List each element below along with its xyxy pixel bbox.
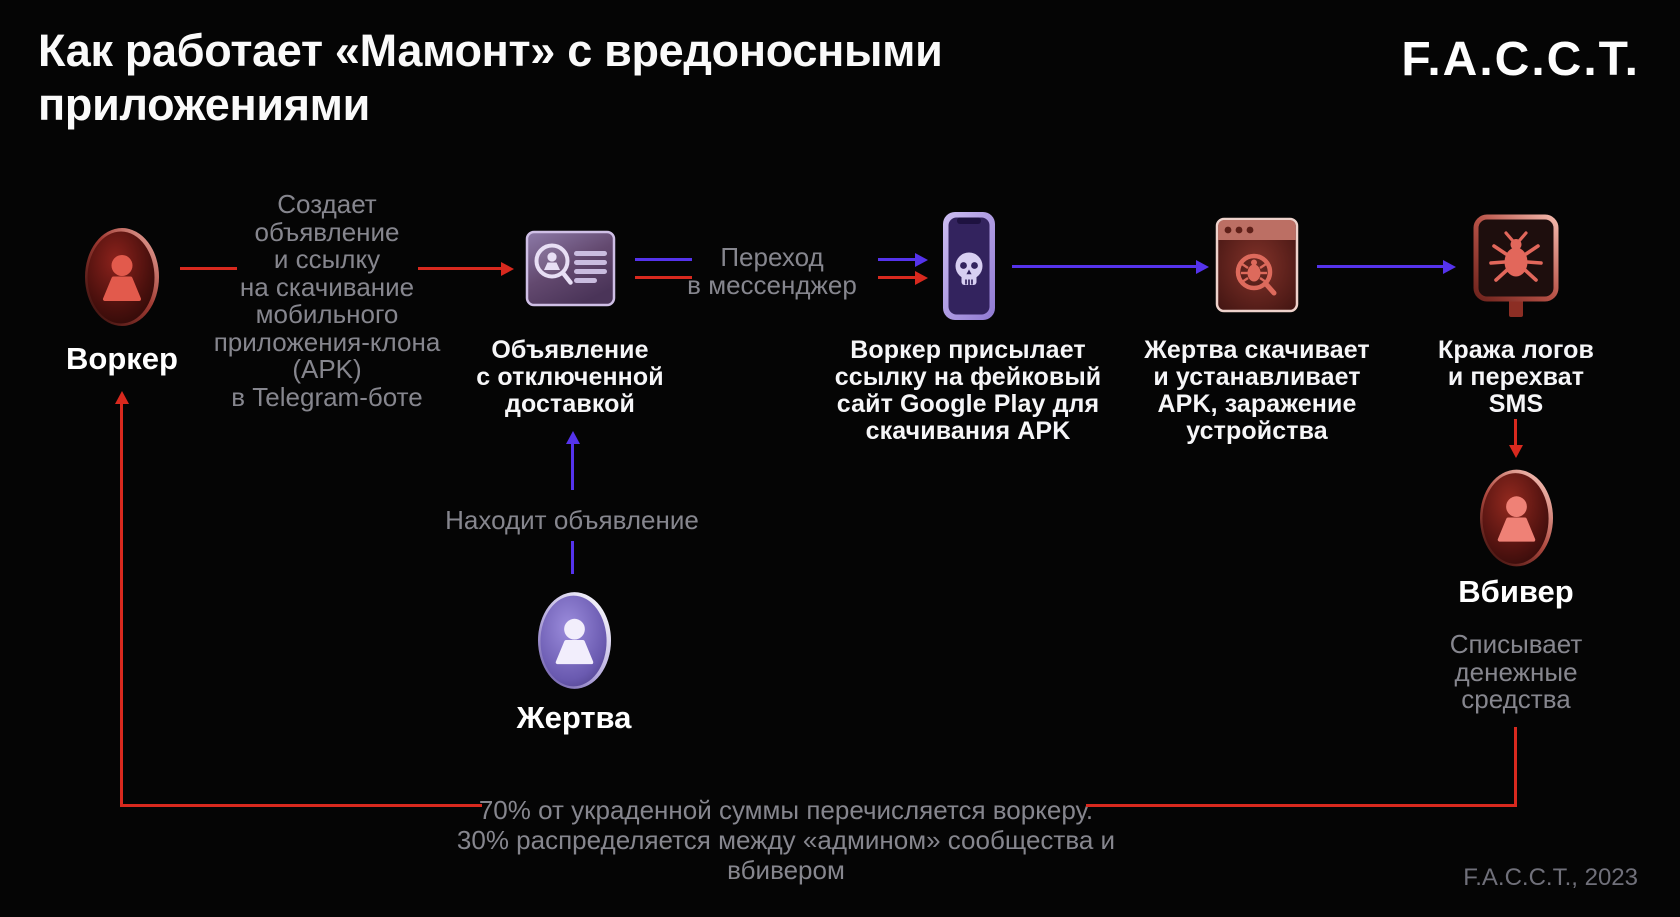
- arrow-theft-to-vbiver-line: [1514, 419, 1517, 445]
- worker-action-text: Создает объявление и ссылку на скачивани…: [213, 189, 441, 412]
- arrow-victim-to-ad-seg2: [571, 541, 574, 574]
- arrow-phone-to-browser-head: [1196, 259, 1209, 274]
- vbiver-avatar-icon: [1479, 468, 1554, 573]
- arrow-worker-to-ad-seg1: [180, 267, 237, 270]
- ad-label: Объявление с отключенной доставкой: [476, 336, 664, 418]
- payout-bracket-left-vline: [120, 403, 123, 806]
- phone-skull-icon: [941, 210, 997, 327]
- payout-bracket-left-hline: [120, 804, 482, 807]
- browser-malware-icon: [1214, 215, 1300, 320]
- payout-bracket-up-head: [114, 391, 129, 404]
- victim-label: Жертва: [516, 700, 632, 735]
- arrow-theft-to-vbiver-head: [1508, 445, 1523, 458]
- arrow-ad-to-phone-red-seg1: [635, 276, 692, 279]
- arrow-ad-to-phone-blue-head: [915, 252, 928, 267]
- arrow-ad-to-phone-blue-seg2: [878, 258, 915, 261]
- arrow-browser-to-theft-head: [1443, 259, 1456, 274]
- arrow-worker-to-ad-head: [501, 261, 514, 276]
- facct-logo: F.A.C.C.T.: [1401, 33, 1640, 86]
- victim-action-text: Находит объявление: [445, 505, 699, 535]
- arrow-victim-to-ad-head: [565, 431, 580, 444]
- vbiver-label: Вбивер: [1458, 574, 1574, 609]
- vbiver-note: Списывает денежные средства: [1449, 629, 1583, 714]
- ad-card-icon: [522, 220, 618, 321]
- arrow-ad-to-phone-red-head: [915, 270, 928, 285]
- payout-bracket-right-hline: [1086, 804, 1516, 807]
- messenger-transition-text: Переход в мессенджер: [687, 242, 857, 300]
- browser-label: Жертва скачивает и устанавливает APK, за…: [1144, 336, 1370, 445]
- victim-avatar-icon: [537, 591, 612, 695]
- arrow-victim-to-ad-seg1: [571, 444, 574, 490]
- arrow-phone-to-browser-line: [1012, 265, 1196, 268]
- worker-label: Воркер: [66, 341, 178, 376]
- payout-bracket-right-vline: [1514, 727, 1517, 807]
- page-title: Как работает «Мамонт» с вредоносными при…: [38, 25, 943, 130]
- phone-label: Воркер присылает ссылку на фейковый сайт…: [834, 336, 1102, 445]
- arrow-ad-to-phone-blue-seg1: [635, 258, 692, 261]
- arrow-ad-to-phone-red-seg2: [878, 276, 915, 279]
- arrow-worker-to-ad-seg2: [418, 267, 501, 270]
- worker-avatar-icon: [84, 227, 160, 332]
- payout-text: 70% от украденной суммы перечисляется во…: [456, 795, 1116, 885]
- bug-sign-icon: [1471, 213, 1561, 326]
- footer-credit: F.A.C.C.T., 2023: [1463, 864, 1638, 891]
- arrow-browser-to-theft-line: [1317, 265, 1443, 268]
- theft-label: Кража логов и перехват SMS: [1438, 336, 1594, 418]
